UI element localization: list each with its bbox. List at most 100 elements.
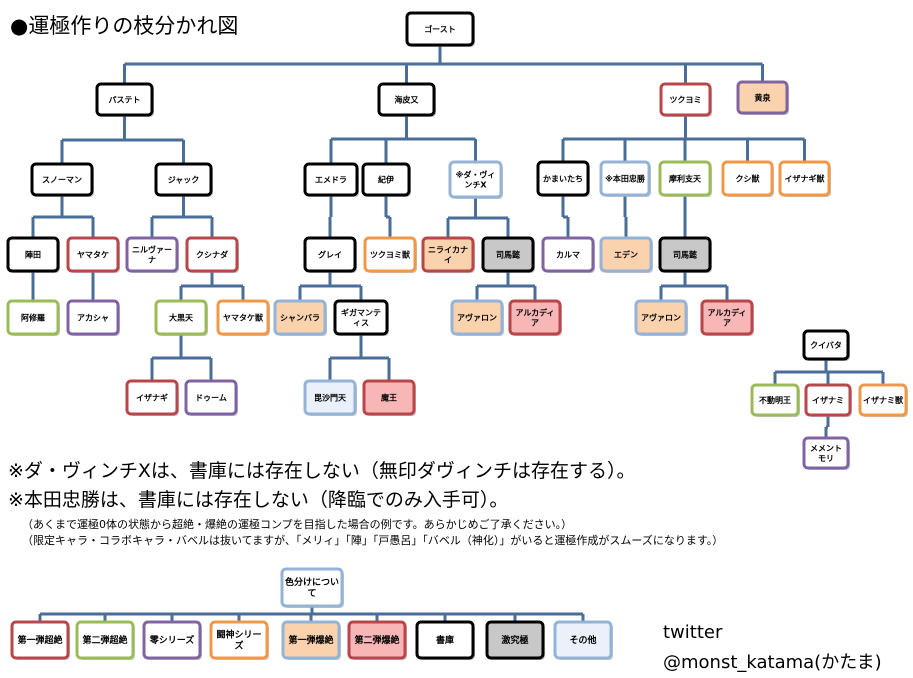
legend-root-label: て: [307, 588, 316, 599]
node-kushinada-label: クシナダ: [196, 249, 228, 259]
legend-item-8: [553, 620, 613, 660]
node-nirvana-label: ナ: [148, 255, 156, 264]
node-honda-label: ※本田忠勝: [605, 173, 646, 183]
legend-item-6: [415, 620, 475, 660]
legend-item-3-label: ズ: [234, 640, 243, 652]
legend-item-1-label: 第二弾超絶: [82, 634, 127, 646]
legend-item-4: [281, 620, 341, 660]
node-kushi: [721, 160, 774, 197]
legend-item-2: [142, 620, 202, 660]
node-daikokuten-label: 大黒天: [169, 312, 194, 322]
note-davinci: ※ダ・ヴィンチXは、書庫には存在しない（無印ダヴィンチは存在する）。: [8, 460, 636, 482]
node-shiba2: [658, 236, 712, 273]
node-emedora-label: エメドラ: [315, 175, 347, 184]
legend-item-3: [209, 620, 269, 660]
node-arcadia2-label: ア: [723, 318, 731, 327]
node-kuibata-label: クイバタ: [810, 340, 842, 350]
node-jinden-label: 陣田: [25, 249, 41, 259]
node-grey: [303, 236, 357, 273]
node-avalon1: [450, 299, 504, 336]
node-kushinada: [185, 236, 239, 273]
node-mentori-label: モリ: [818, 454, 834, 463]
node-jinden: [6, 236, 60, 273]
node-yamatake-label: ヤマタケ: [77, 249, 109, 259]
node-izanagi_j-label: イザナギ獣: [785, 173, 826, 183]
node-kamaitachi-label: かまいたち: [543, 173, 583, 183]
node-ashura: [6, 299, 60, 336]
node-oukou-label: 黄泉: [755, 92, 772, 102]
legend-item-5-label: 第二弾爆絶: [354, 634, 399, 646]
node-davinci-label: ンチX: [464, 180, 487, 189]
note-honda: ※本田忠勝は、書庫には存在しない（降臨でのみ入手可）。: [8, 489, 509, 511]
node-tsukuyomi-label: ツクヨミ: [670, 94, 702, 104]
node-pastet-label: パステト: [109, 94, 141, 104]
node-grey-label: グレイ: [318, 249, 342, 259]
node-davinci-label: ※ダ・ヴィ: [456, 169, 496, 179]
legend-item-6-label: 書庫: [436, 634, 454, 646]
credit-twitter: twitter: [663, 622, 723, 643]
node-umi: [377, 82, 436, 117]
node-snowman: [30, 162, 94, 197]
node-karuma: [541, 236, 595, 273]
node-shambhala: [273, 299, 327, 336]
node-shiba2-label: 司馬懿: [673, 249, 697, 259]
node-niraikanai: [421, 236, 475, 273]
node-avalon1-label: アヴァロン: [457, 312, 497, 322]
node-daikokuten: [154, 299, 208, 336]
node-maou: [362, 379, 416, 416]
node-arcadia1: [508, 299, 562, 336]
node-oukou: [736, 80, 789, 115]
node-marishiten: [658, 160, 712, 197]
node-fudou-label: 不動明王: [759, 395, 791, 405]
node-davinci: [448, 160, 503, 199]
node-niraikanai-label: イ: [444, 255, 452, 264]
small-note-limited: （限定キャラ・コラボキャラ・バベルは抜いてますが、「メリィ」「陣」「戸愚呂」「バ…: [22, 534, 724, 547]
node-izanami_j: [858, 383, 908, 417]
diagram-title: ●運極作りの枝分かれ図: [10, 14, 239, 38]
legend-item-0-label: 第一弾超絶: [17, 634, 62, 646]
node-jack: [154, 162, 213, 197]
node-izanami: [804, 383, 852, 417]
legend-item-3-label: 闘神シリー: [216, 629, 261, 641]
node-ghost: [405, 11, 475, 47]
node-gigamantis-label: ギガマンテ: [341, 307, 381, 317]
node-snowman-label: スノーマン: [42, 175, 82, 184]
node-kamaitachi: [536, 160, 590, 197]
node-ashura-label: 阿修羅: [21, 312, 45, 322]
node-nirvana: [125, 236, 179, 273]
legend-item-5: [347, 620, 407, 660]
legend-root-label: 色分けについ: [285, 576, 339, 588]
node-mentori: [802, 436, 850, 470]
node-gigamantis-label: ィス: [353, 318, 369, 327]
credit-handle: @monst_katama(かたま): [663, 652, 882, 673]
small-note-example: （あくまで運極0体の状態から超絶・爆絶の運極コンプを目指した場合の例です。あらか…: [22, 518, 573, 531]
node-arcadia1-label: ア: [531, 318, 539, 327]
legend-item-0: [10, 620, 70, 660]
node-avalon2: [634, 299, 688, 336]
node-arcadia2: [700, 299, 754, 336]
node-maou-label: 魔王: [380, 392, 397, 402]
node-emedora: [303, 162, 359, 197]
node-arcadia1-label: アルカディ: [515, 307, 554, 317]
node-tsukuyomi_j: [363, 236, 417, 273]
node-yamatake: [66, 236, 120, 273]
node-izanami-label: イザナミ: [812, 396, 844, 405]
node-nirvana-label: ニルヴァー: [132, 244, 172, 254]
node-ghost-label: ゴースト: [424, 24, 456, 34]
legend-item-2-label: 零シリーズ: [149, 634, 195, 646]
node-honda: [599, 160, 651, 197]
node-doom: [184, 379, 238, 416]
node-jack-label: ジャック: [168, 174, 200, 184]
node-umi-label: 海皮又: [395, 94, 420, 104]
legend-root: [280, 567, 344, 608]
node-eden: [599, 236, 653, 273]
node-niraikanai-label: ニライカナ: [428, 245, 468, 254]
node-doom-label: ドゥーム: [195, 393, 227, 402]
legend-item-1: [75, 620, 135, 660]
node-karuma-label: カルマ: [556, 250, 580, 259]
node-kii: [361, 162, 411, 197]
node-shiba1-label: 司馬懿: [496, 249, 520, 259]
node-tsukuyomi_j-label: ツクヨミ獣: [370, 249, 411, 259]
legend-item-4-label: 第一弾爆絶: [288, 634, 333, 646]
